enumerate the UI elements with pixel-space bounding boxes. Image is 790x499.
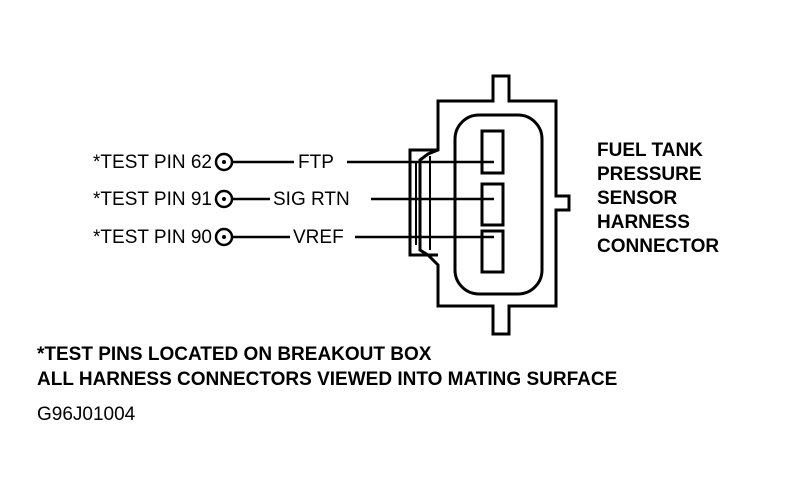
- connector-title-line-5: CONNECTOR: [597, 236, 720, 257]
- test-pin-91-label: *TEST PIN 91: [93, 189, 212, 210]
- note-mating-surface: ALL HARNESS CONNECTORS VIEWED INTO MATIN…: [37, 369, 618, 390]
- terminal-sig-rtn: [480, 182, 505, 227]
- note-test-pins: *TEST PINS LOCATED ON BREAKOUT BOX: [37, 344, 432, 365]
- terminal-vref: [480, 229, 505, 274]
- signal-label-sig-rtn: SIG RTN: [273, 189, 350, 210]
- connector-title-line-3: SENSOR: [597, 188, 678, 209]
- test-pin-90-label: *TEST PIN 90: [93, 227, 212, 248]
- connector-title-line-4: HARNESS: [597, 212, 690, 233]
- test-pin-62-dot: [222, 160, 226, 164]
- connector-title-line-1: FUEL TANK: [597, 140, 703, 161]
- figure-code: G96J01004: [37, 404, 136, 425]
- connector-latch: [408, 148, 438, 257]
- test-pin-91-dot: [222, 197, 226, 201]
- signal-label-vref: VREF: [293, 227, 344, 248]
- connector-outer-shell: [418, 74, 571, 336]
- terminal-ftp: [480, 129, 505, 175]
- connector-inner-cavity: [453, 113, 544, 296]
- test-pin-90-dot: [222, 235, 226, 239]
- connector-title-line-2: PRESSURE: [597, 164, 702, 185]
- signal-label-ftp: FTP: [298, 152, 334, 173]
- test-pin-62-label: *TEST PIN 62: [93, 152, 212, 173]
